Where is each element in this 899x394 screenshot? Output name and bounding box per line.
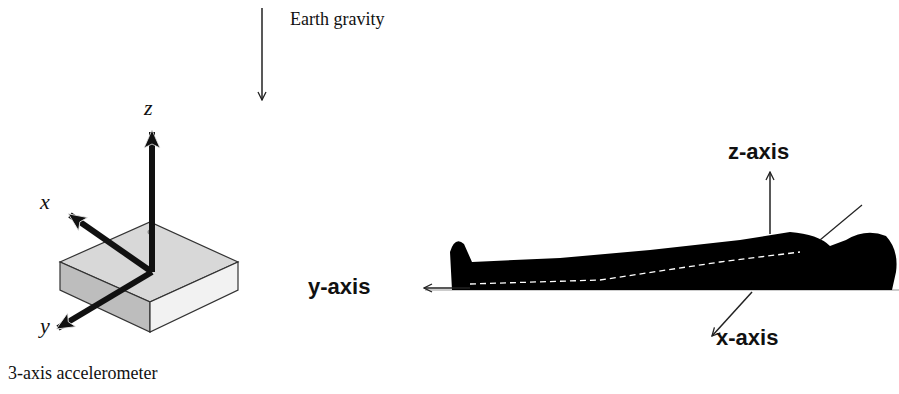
axis-label: x-axis [716, 326, 778, 350]
gravity-arrow [261, 8, 263, 100]
axis-letter: y [40, 314, 50, 338]
body-axes [424, 172, 770, 336]
axis-letter: z [144, 96, 153, 120]
axis-label: z-axis [728, 140, 789, 164]
axis-letter: x [40, 190, 50, 214]
axis-label: y-axis [308, 275, 370, 299]
accelerometer-axes [58, 132, 152, 328]
gravity-label: Earth gravity [290, 10, 384, 30]
device-caption: 3-axis accelerometer [8, 364, 157, 384]
human-silhouette [425, 205, 899, 290]
